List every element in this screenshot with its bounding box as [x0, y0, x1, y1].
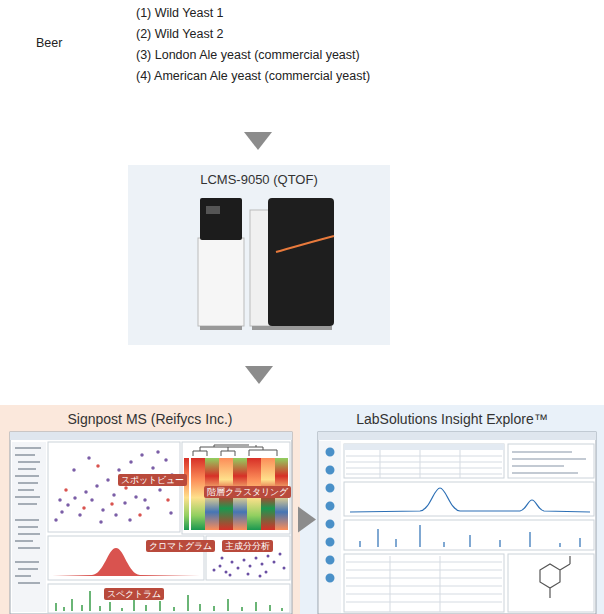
software-panel	[0, 405, 300, 614]
sample-item: (3) London Ale yeast (commercial yeast)	[136, 48, 360, 63]
instrument-screen	[206, 206, 220, 214]
flow-arrow	[245, 366, 273, 384]
scatter-pane	[48, 442, 180, 532]
software-panel: Signpost MS (Reifycs Inc.)	[0, 405, 300, 614]
tree-pane	[12, 442, 46, 612]
pca-dots	[214, 554, 284, 576]
instrument-body	[268, 198, 334, 326]
screenshot-frame	[318, 432, 596, 614]
dendrogram	[193, 445, 277, 456]
instrument-top	[200, 198, 242, 240]
color-scale	[184, 458, 189, 530]
sample-item: (4) American Ale yeast (commercial yeast…	[136, 69, 370, 84]
instrument-box: LCMS-9050 (QTOF)	[128, 165, 390, 345]
software-panel	[300, 405, 604, 614]
screenshot-toolbar	[318, 432, 596, 440]
sample-label: Beer	[36, 36, 62, 51]
down-arrow	[244, 132, 272, 150]
tree-rows	[15, 448, 41, 583]
spectrum-pane	[48, 584, 290, 613]
pca-pane	[206, 536, 290, 580]
node-title: LCMS-9050 (QTOF)	[136, 172, 382, 188]
heatmap-pane	[182, 442, 290, 534]
screen-callout: 階層クラスタリング	[204, 486, 291, 498]
icon-column	[319, 441, 341, 613]
spectrum-bars	[56, 591, 282, 611]
instrument-foot	[200, 326, 242, 330]
scatter-dots	[56, 452, 172, 522]
screen-callout: クロマトグラム	[146, 540, 215, 552]
flow-arrow	[298, 507, 316, 533]
chromatogram-trace	[350, 488, 590, 512]
screen-callout: スポットビュー	[118, 474, 187, 486]
table-header	[344, 444, 504, 450]
instrument-stripe	[276, 236, 334, 252]
result-table	[344, 554, 504, 612]
chromatogram-pane	[344, 482, 594, 516]
node-title: LabSolutions Insight Explore™	[308, 411, 596, 429]
instrument-panel	[128, 165, 390, 345]
table-grid	[346, 450, 502, 478]
node-title: Signpost MS (Reifycs Inc.)	[8, 411, 292, 429]
screen-callout: スペクトラム	[104, 588, 164, 600]
structure-drawing	[540, 556, 570, 598]
screenshot-frame	[10, 432, 292, 614]
screenshot-toolbar	[10, 432, 292, 440]
sample-item: (1) Wild Yeast 1	[136, 6, 224, 21]
instrument-base	[198, 238, 244, 326]
screen-callout: 主成分分析	[222, 540, 273, 552]
spectrum-bars	[360, 525, 580, 547]
instrument-foot	[252, 326, 332, 330]
info-rows	[512, 452, 586, 473]
table-grid	[346, 556, 502, 612]
heatmap-column	[191, 458, 205, 530]
info-pane	[508, 444, 594, 478]
spectrum-pane	[344, 520, 594, 550]
chromatogram-peak	[52, 548, 200, 576]
result-table	[344, 444, 504, 478]
software-panel: LabSolutions Insight Explore™	[300, 405, 604, 614]
structure-pane	[508, 554, 594, 612]
toolbar-icons	[326, 452, 335, 578]
sample-item: (2) Wild Yeast 2	[136, 27, 224, 42]
